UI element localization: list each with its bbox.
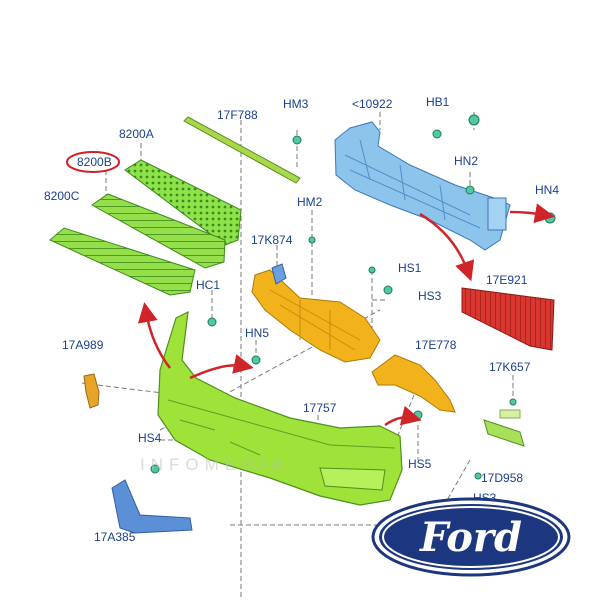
label-hn2: HN2 xyxy=(454,154,479,168)
trim-strip-17f788 xyxy=(183,116,301,184)
label-17757: 17757 xyxy=(303,401,337,415)
label-17e778: 17E778 xyxy=(415,338,457,352)
bumper-cover-17757 xyxy=(157,310,403,506)
label-hs3-upper: HS3 xyxy=(418,289,442,303)
splash-shield-hm2 xyxy=(251,269,381,363)
label-8200a: 8200A xyxy=(119,127,154,141)
label-hm3: HM3 xyxy=(283,97,309,111)
ford-logo: Ford xyxy=(371,497,571,577)
label-hs5: HS5 xyxy=(408,457,432,471)
label-hm2: HM2 xyxy=(297,195,323,209)
bracket-17k874 xyxy=(271,263,287,285)
label-17d958: 17D958 xyxy=(481,471,524,485)
highlight-circle-8200b xyxy=(66,151,120,173)
label-hc1: HC1 xyxy=(196,278,221,292)
label-17e921: 17E921 xyxy=(486,273,528,287)
deflector-17e778 xyxy=(371,354,456,413)
bracket-17a385 xyxy=(111,479,193,534)
label-8200c: 8200C xyxy=(44,189,80,203)
grille-8200a xyxy=(124,159,242,246)
label-17f788: 17F788 xyxy=(217,108,258,122)
energy-absorber-10922 xyxy=(334,121,511,251)
strip-17e921 xyxy=(461,287,555,351)
label-17a385: 17A385 xyxy=(94,530,136,544)
label-hn4: HN4 xyxy=(535,183,560,197)
label-hs1: HS1 xyxy=(398,261,422,275)
bracket-17a989 xyxy=(83,373,100,409)
label-17k874: 17K874 xyxy=(251,233,293,247)
label-17k657: 17K657 xyxy=(489,360,531,374)
brackets-17k657-17d958 xyxy=(483,409,525,447)
label-8200b: 8200B xyxy=(77,155,112,169)
grille-8200b xyxy=(91,193,226,269)
svg-text:Ford: Ford xyxy=(419,514,522,561)
watermark: INFOMEDIA xyxy=(140,455,289,474)
label-hb1: HB1 xyxy=(426,95,450,109)
callout-arrows xyxy=(137,203,555,427)
grille-8200c xyxy=(49,227,196,296)
label-hn5: HN5 xyxy=(245,326,270,340)
label-hs4: HS4 xyxy=(138,431,162,445)
label-17a989: 17A989 xyxy=(62,338,104,352)
label-10922: <10922 xyxy=(352,97,393,111)
